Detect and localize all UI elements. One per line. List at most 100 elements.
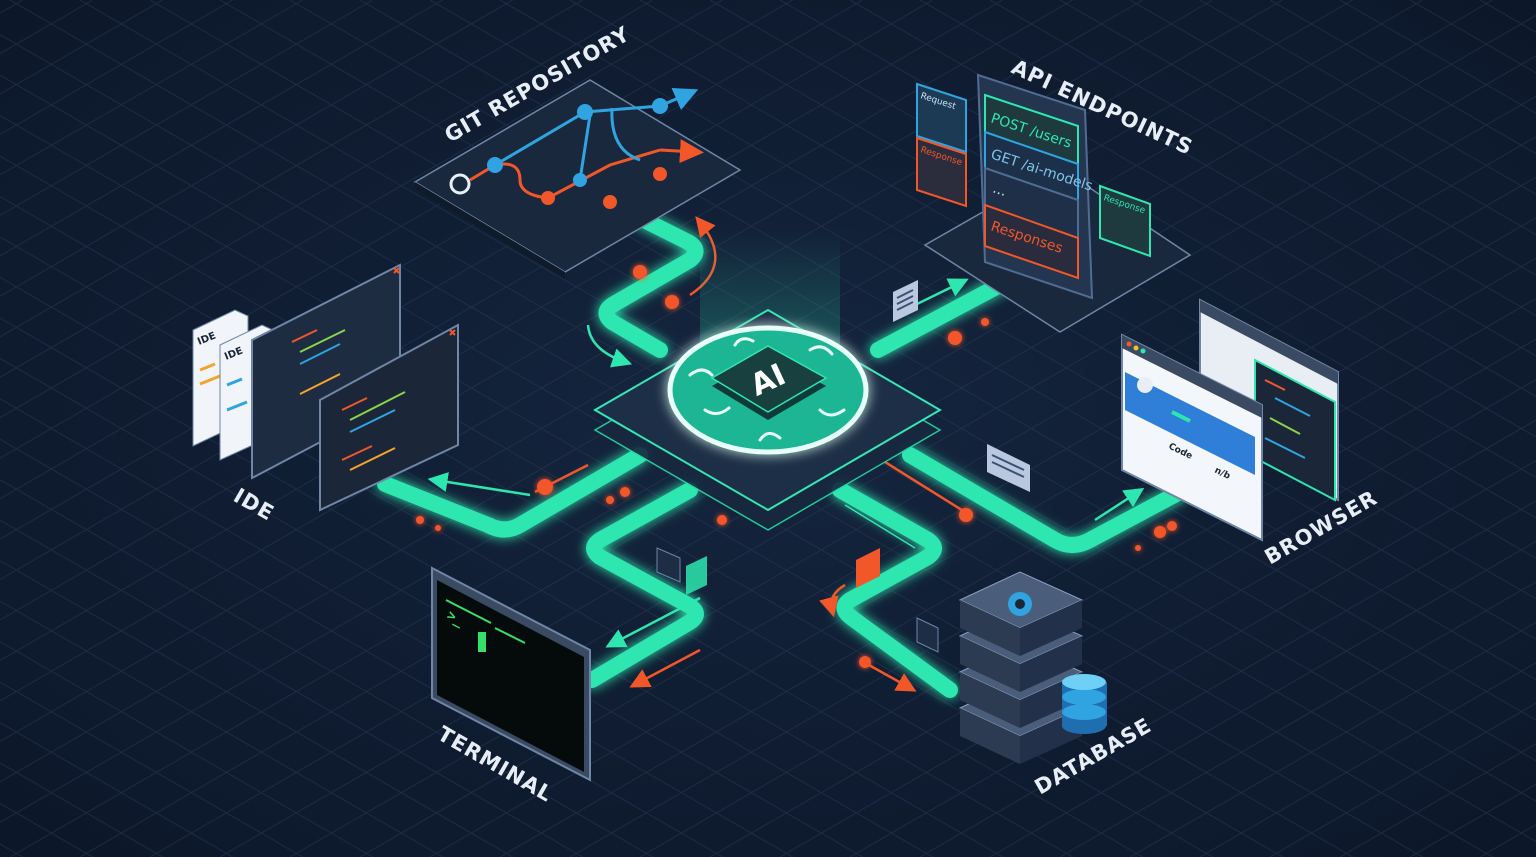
grid-line [0, 722, 233, 857]
server-unit [960, 600, 1020, 656]
code-editor-front [319, 323, 459, 512]
grid-line [1059, 0, 1536, 276]
pipe-ide [377, 447, 648, 538]
grid-line [0, 641, 373, 857]
grid-line [0, 681, 303, 857]
grid-line [0, 519, 583, 857]
grid-line [779, 419, 1536, 857]
ide-label: IDE [230, 484, 279, 526]
grid-line [709, 379, 1536, 857]
grid-line [1339, 0, 1536, 114]
grid-line [1129, 0, 1536, 236]
grid-line [429, 217, 1536, 857]
gear-icon [1008, 592, 1032, 616]
grid-line [0, 802, 93, 857]
database-cylinder-icon [1062, 674, 1107, 734]
grid-line [919, 0, 1536, 357]
grid-line [1129, 621, 1536, 857]
doc-small-icon [916, 617, 939, 653]
grid-line [0, 843, 23, 857]
close-icon [393, 267, 400, 274]
pipe-terminal [584, 482, 704, 688]
pipe-git [598, 210, 704, 358]
file-icon [856, 548, 880, 588]
grid-line [1199, 0, 1536, 195]
grid-line [0, 0, 1003, 580]
server-unit [1020, 600, 1082, 656]
grid-line [289, 0, 1536, 721]
grid-line [0, 0, 933, 540]
grid-line [1339, 743, 1536, 857]
document-icon [893, 280, 918, 322]
list-icon [987, 444, 1030, 492]
grid-line [1199, 662, 1536, 857]
endpoint-ellipsis: ... [991, 181, 1009, 200]
ai-hub: AI [593, 230, 942, 531]
grid-line [0, 0, 373, 216]
grid-line [1479, 824, 1536, 857]
grid-line [569, 298, 1536, 857]
grid-line [0, 196, 1143, 857]
browser-window-front: Code n/b [1121, 333, 1263, 542]
commit-nodes [487, 98, 668, 209]
grid-line [989, 540, 1536, 857]
grid-line [219, 95, 1536, 857]
api-endpoints-node[interactable]: POST /users GET /ai-models ... Responses… [916, 55, 1197, 333]
grid-line [779, 0, 1536, 438]
grid-line [0, 277, 1003, 857]
pipe-database [832, 482, 958, 698]
grid-line [0, 0, 793, 459]
server-unit [960, 636, 1020, 692]
request-card: Request [916, 82, 967, 154]
floating-icons [656, 280, 1030, 653]
grid-line [1059, 581, 1536, 857]
grid-line [0, 398, 793, 857]
grid-line [1409, 0, 1536, 74]
github-icon [449, 173, 471, 195]
browser-window-back [1199, 298, 1339, 502]
grid-line [639, 338, 1536, 857]
user-avatar-icon [1137, 377, 1153, 393]
code-icon [686, 556, 707, 595]
grid-line [849, 460, 1536, 857]
flow-arrows [427, 216, 1145, 692]
terminal-small-icon [656, 547, 681, 583]
pipe-api [870, 277, 1008, 358]
grid-line [0, 236, 1073, 857]
close-icon [449, 329, 456, 336]
pipe-browser [902, 447, 1188, 553]
grid-line [919, 500, 1536, 857]
endpoint-list: POST /users GET /ai-models ... Responses [984, 93, 1094, 280]
connection-pipes [377, 210, 1188, 698]
grid-line [499, 257, 1536, 857]
ide-node[interactable]: IDE IDE IDE [192, 263, 459, 526]
server-unit [1020, 636, 1082, 692]
grid-line [0, 0, 863, 500]
grid-line [0, 438, 723, 857]
grid-line [989, 0, 1536, 317]
ai-chip: AI [710, 345, 828, 420]
grid-line [0, 762, 163, 857]
grid-line [0, 0, 653, 378]
response-card-left: Response [916, 136, 967, 208]
grid-line [0, 0, 1073, 621]
response-card-right: Response [1099, 184, 1151, 258]
server-unit [960, 672, 1020, 728]
grid-line [0, 0, 303, 176]
grid-line [0, 0, 583, 338]
grid-line [0, 0, 93, 55]
browser-label: BROWSER [1261, 486, 1382, 570]
grid-line [1269, 702, 1536, 857]
terminal-node[interactable]: >_ TERMINAL [431, 566, 591, 807]
grid-line [1409, 783, 1536, 857]
grid-line [0, 479, 653, 857]
grid-line [0, 0, 443, 257]
grid-line [0, 0, 513, 297]
grid-line [849, 0, 1536, 397]
grid-line [0, 0, 233, 135]
grid-line [289, 136, 1536, 857]
grid-line [1269, 0, 1536, 155]
grid-line [1479, 0, 1536, 33]
